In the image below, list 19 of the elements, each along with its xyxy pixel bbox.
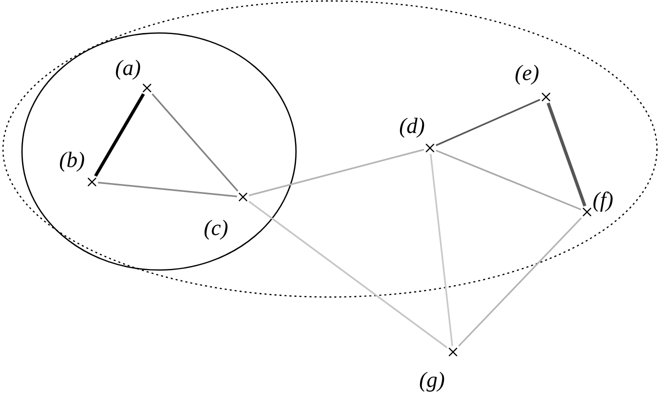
connecting-line — [248, 200, 448, 348]
dotted-ellipse — [3, 1, 657, 297]
connecting-line — [94, 93, 145, 177]
connecting-line — [458, 217, 582, 347]
connecting-line — [546, 102, 586, 207]
connecting-line — [436, 150, 582, 210]
point-label: (g) — [419, 369, 445, 391]
point-label: (a) — [115, 57, 141, 79]
point-label: (f) — [592, 189, 614, 211]
connecting-line — [98, 182, 238, 198]
connecting-line — [430, 154, 454, 346]
point-label: (c) — [204, 217, 228, 239]
point-label: (d) — [399, 115, 425, 137]
point-label: (b) — [59, 149, 85, 171]
ellipse — [22, 33, 296, 270]
connecting-line — [248, 148, 424, 196]
connecting-line — [152, 93, 238, 192]
point-label: (e) — [514, 62, 540, 84]
connecting-line — [436, 98, 540, 146]
